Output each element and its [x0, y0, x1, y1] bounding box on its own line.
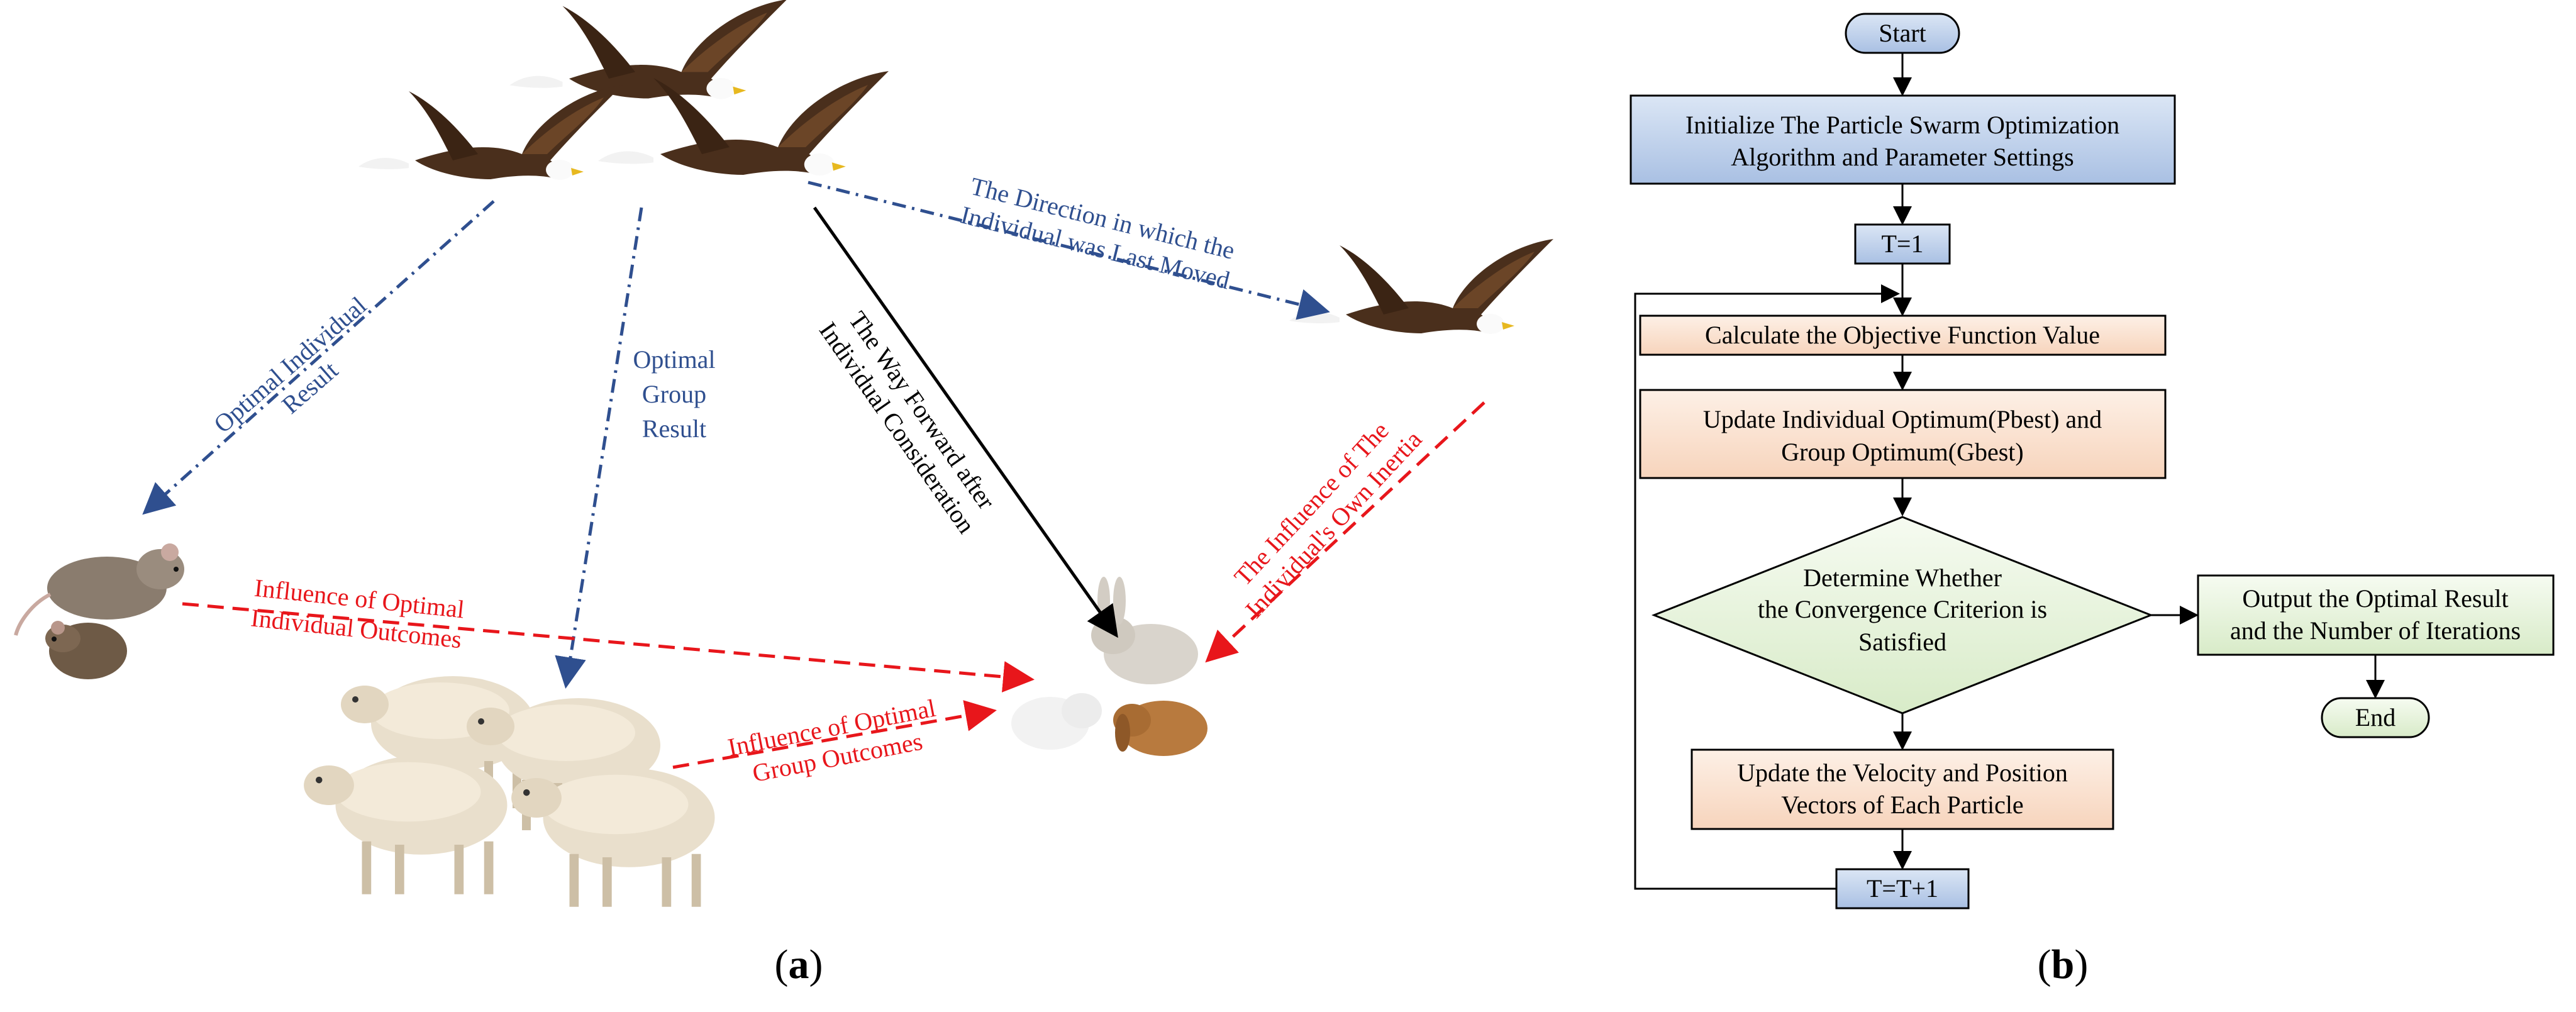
optimal-group-arrow [555, 207, 643, 689]
optimal-individual-arrow [142, 200, 495, 515]
eagle-image-1 [509, 0, 787, 99]
init-text-2: Algorithm and Parameter Settings [1731, 143, 2074, 171]
output-text-1: Output the Optimal Result [2242, 584, 2508, 613]
optimal-group-label-2: Group [642, 380, 706, 408]
inertia-arrow [1205, 401, 1485, 663]
t-increment-text: T=T+1 [1867, 874, 1938, 903]
direction-arrow [808, 181, 1330, 320]
influence-group-arrow [672, 700, 997, 769]
t1-text: T=1 [1882, 230, 1924, 258]
calc-text: Calculate the Objective Function Value [1705, 321, 2100, 349]
eagle-image-2 [358, 85, 623, 180]
start-text: Start [1879, 19, 1926, 47]
end-text: End [2355, 703, 2396, 731]
decision-text-1: Determine Whether [1803, 564, 2002, 592]
way-forward-arrow [813, 206, 1118, 638]
output-node [2197, 574, 2555, 656]
output-text-2: and the Number of Iterations [2230, 616, 2521, 645]
panel-a: Optimal Individual Result Optimal Group … [14, 0, 1553, 987]
eagle-image-4 [1289, 239, 1553, 334]
update-velocity-text-1: Update the Velocity and Position [1737, 759, 2068, 787]
sheep-image [304, 676, 715, 907]
influence-individual-arrow [182, 602, 1035, 692]
optimal-group-label-3: Result [642, 414, 706, 443]
update-optimum-text-1: Update Individual Optimum(Pbest) and [1703, 405, 2102, 433]
inertia-label-2: Individual's Own Inertia [1240, 425, 1428, 624]
panel-b: Start Initialize The Particle Swarm Opti… [1629, 13, 2555, 987]
rabbit-image [1011, 577, 1208, 756]
update-velocity-text-2: Vectors of Each Particle [1781, 791, 2023, 819]
t1-node [1854, 223, 1951, 265]
rat-image [14, 543, 184, 679]
optimal-group-label-1: Optimal [633, 345, 715, 374]
panel-b-label: (b) [2038, 942, 2089, 987]
decision-text-3: Satisfied [1858, 628, 1946, 656]
update-velocity-node [1690, 748, 2114, 830]
decision-text-2: the Convergence Criterion is [1758, 595, 2047, 623]
loop-back-arrow [1634, 284, 1900, 890]
update-optimum-node [1639, 389, 2167, 479]
optimal-individual-label-1: Optimal Individual [208, 291, 372, 438]
panel-a-label: (a) [775, 942, 823, 987]
init-text-1: Initialize The Particle Swarm Optimizati… [1685, 111, 2119, 139]
init-node [1629, 94, 2176, 185]
calc-node [1639, 314, 2167, 356]
end-node [2321, 697, 2430, 738]
update-optimum-text-2: Group Optimum(Gbest) [1781, 438, 2024, 466]
t-increment-node [1835, 868, 1970, 909]
